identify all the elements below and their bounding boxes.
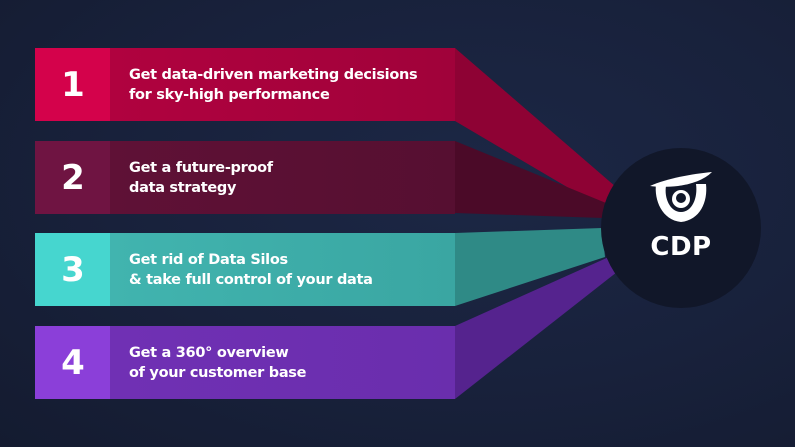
step-number: 1	[35, 48, 110, 121]
beam-2	[455, 141, 606, 218]
benefit-body: Get a 360° overview of your customer bas…	[110, 326, 455, 399]
cdp-hub: CDP	[601, 148, 761, 308]
benefit-text: Get data-driven marketing decisions for …	[129, 65, 418, 105]
benefit-text: Get rid of Data Silos & take full contro…	[129, 250, 373, 290]
benefit-line: Get rid of Data Silos	[129, 251, 288, 268]
benefit-line: Get a 360° overview	[129, 344, 289, 361]
benefit-body: Get rid of Data Silos & take full contro…	[110, 233, 455, 306]
step-number: 4	[35, 326, 110, 399]
benefit-text: Get a 360° overview of your customer bas…	[129, 343, 306, 383]
benefit-card-1: 1 Get data-driven marketing decisions fo…	[35, 48, 455, 121]
eye-logo-icon	[650, 172, 712, 222]
benefit-card-2: 2 Get a future-proof data strategy	[35, 141, 455, 214]
beam-3	[455, 228, 605, 306]
benefit-body: Get data-driven marketing decisions for …	[110, 48, 455, 121]
benefit-line: of your customer base	[129, 364, 307, 381]
beam-1	[455, 48, 616, 210]
benefit-card-3: 3 Get rid of Data Silos & take full cont…	[35, 233, 455, 306]
benefit-line: & take full control of your data	[129, 271, 373, 288]
benefit-text: Get a future-proof data strategy	[129, 158, 273, 198]
benefit-line: data strategy	[129, 179, 237, 196]
benefit-body: Get a future-proof data strategy	[110, 141, 455, 214]
step-number: 2	[35, 141, 110, 214]
cdp-label: CDP	[650, 232, 712, 262]
benefit-card-4: 4 Get a 360° overview of your customer b…	[35, 326, 455, 399]
benefit-line: for sky-high performance	[129, 86, 330, 103]
benefit-line: Get data-driven marketing decisions	[129, 66, 418, 83]
step-number: 3	[35, 233, 110, 306]
beam-4	[455, 256, 617, 399]
benefit-line: Get a future-proof	[129, 159, 273, 176]
